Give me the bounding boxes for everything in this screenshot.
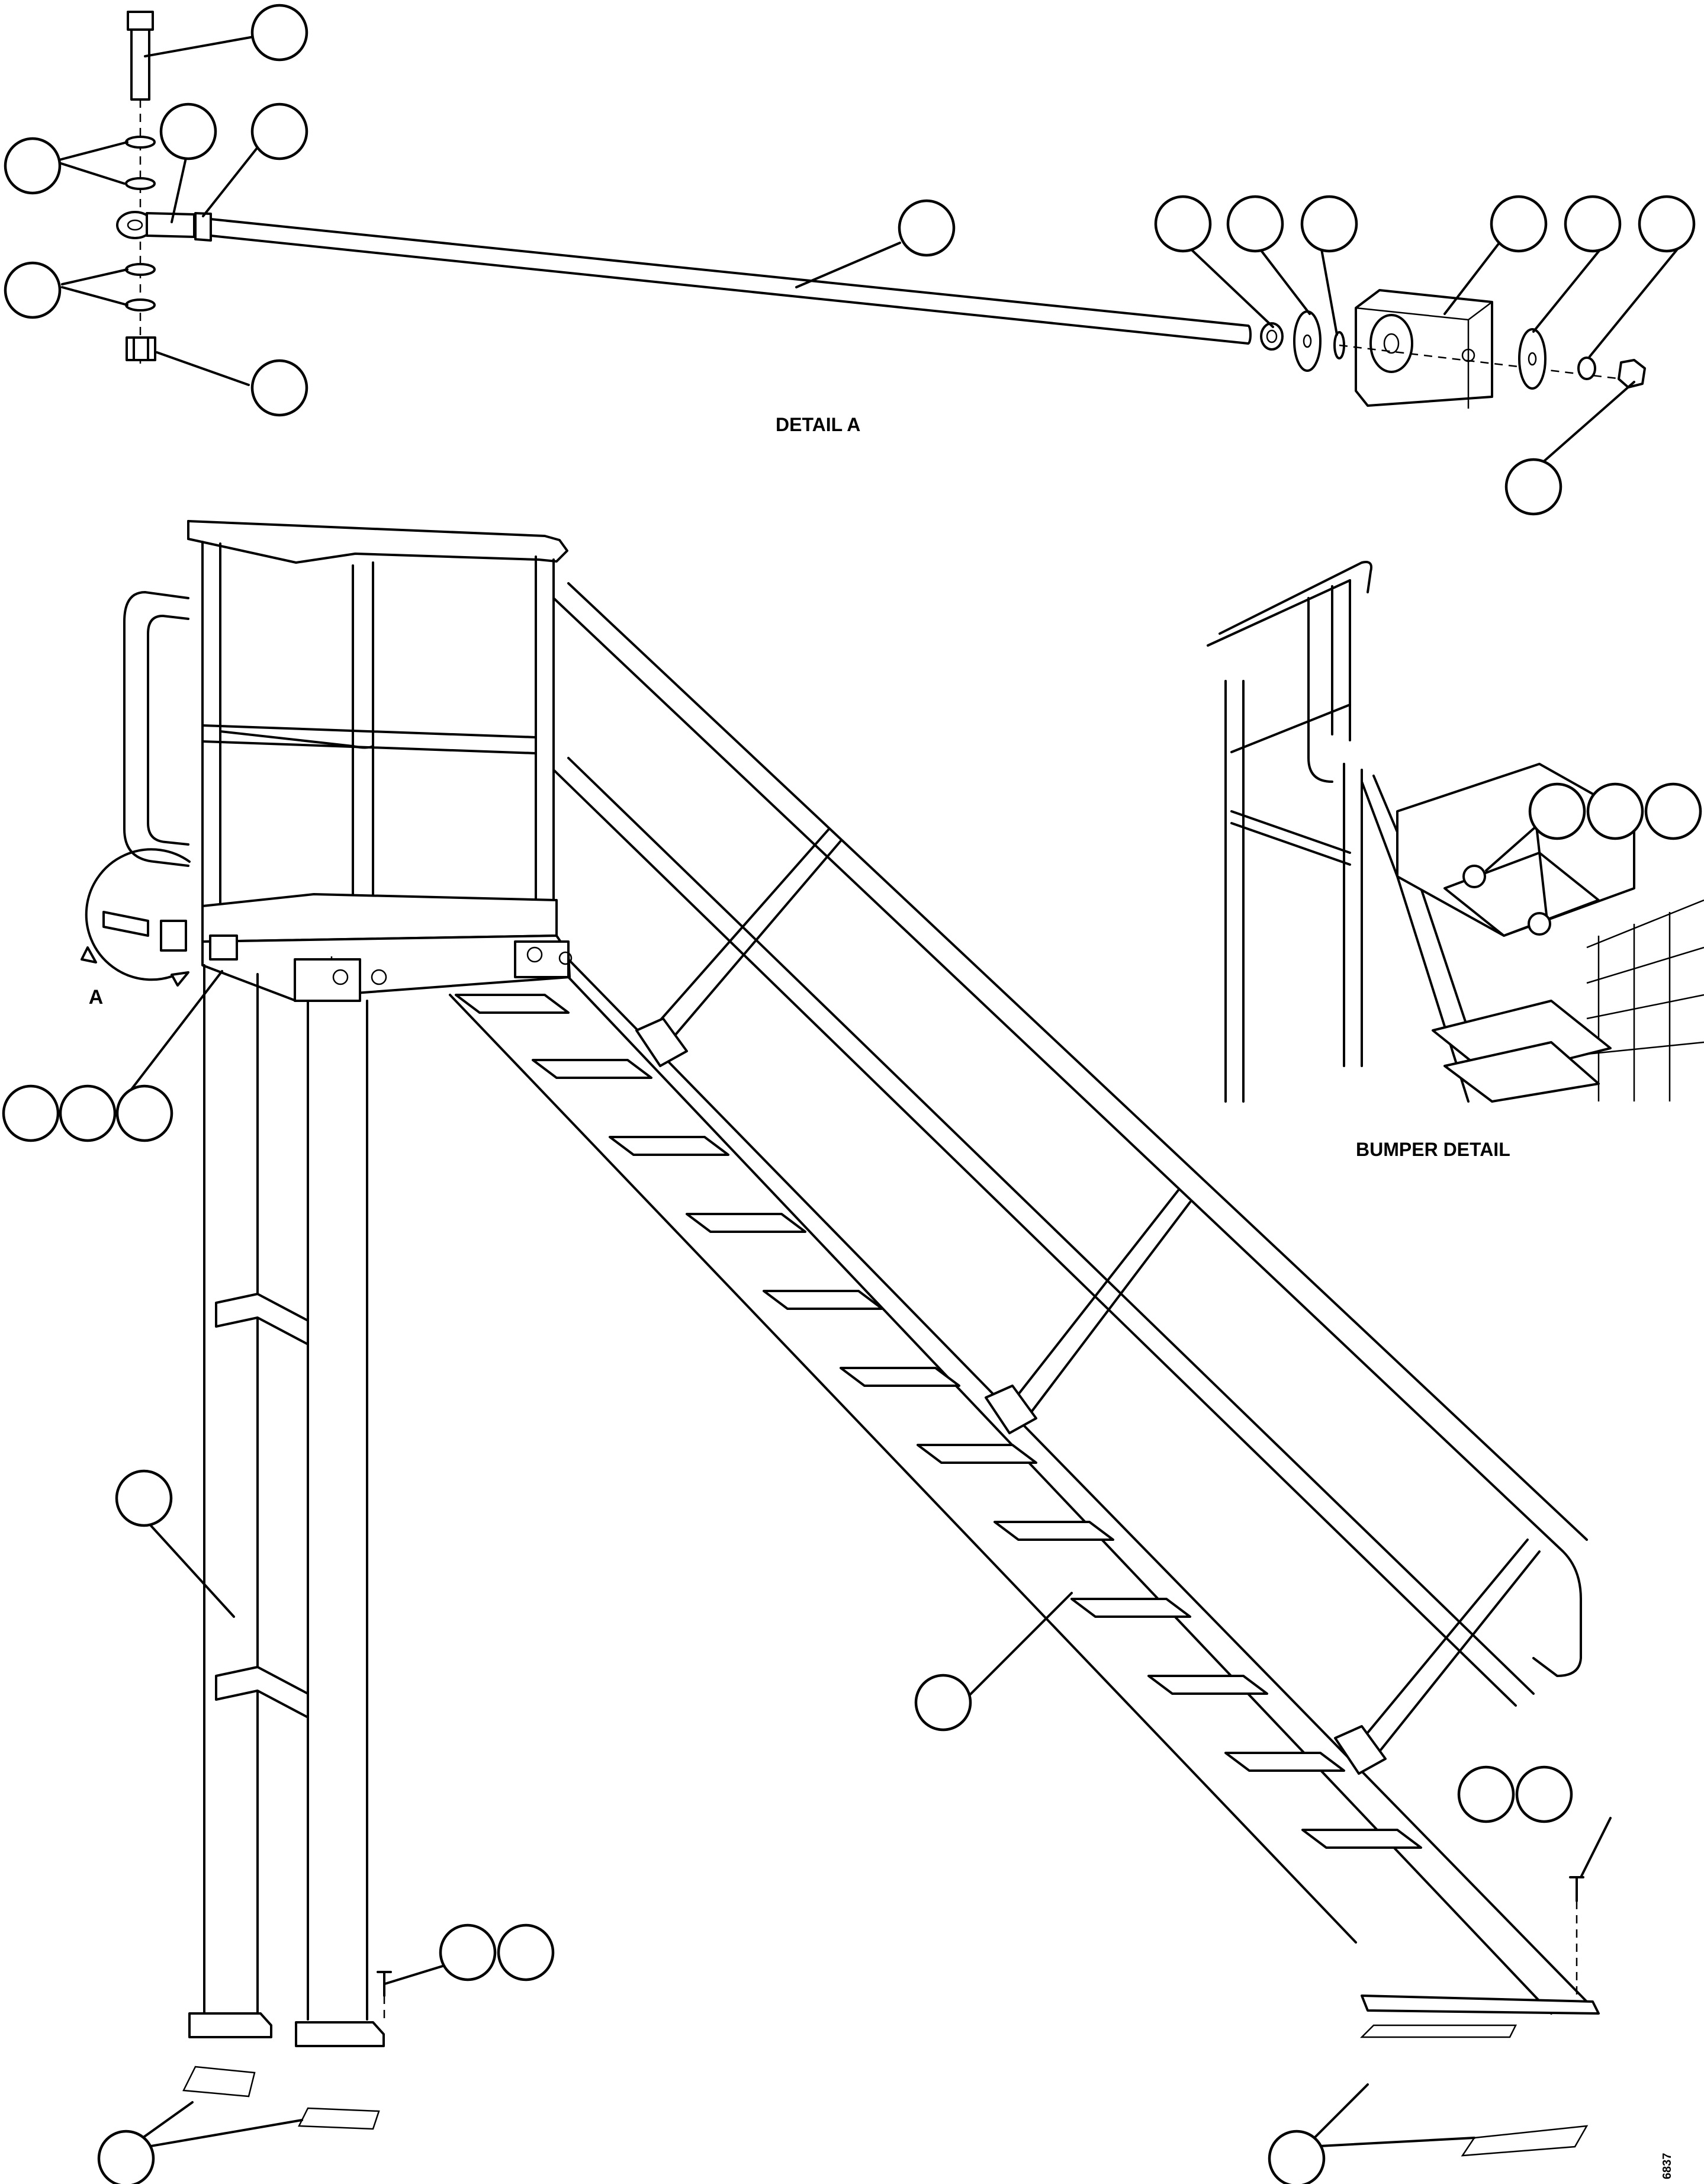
balloon [5,139,60,193]
balloon [1565,197,1620,251]
mounting-bracket [1356,290,1492,409]
bumper-washer-right [1519,329,1545,388]
balloon [1588,784,1642,839]
balloon [117,1471,171,1525]
balloon [499,1925,553,1980]
balloon [1156,197,1210,251]
view-a-callout: A [82,849,189,1009]
view-a-label: A [89,986,104,1009]
balloon [1302,197,1356,251]
balloon [99,2131,153,2184]
bumper-detail-view: BUMPER DETAIL [1208,562,1704,1160]
balloon [1506,460,1561,514]
leader-lines [59,36,1687,2150]
platform-deck [202,894,571,1001]
bumper-detail-title: BUMPER DETAIL [1356,1139,1510,1160]
balloon [1491,197,1546,251]
bushing-left [1261,323,1282,349]
balloon [161,104,216,159]
balloon [1646,784,1700,839]
bumper-washer-left [1294,311,1320,371]
balloon [4,1086,58,1141]
stair-view-balloons [4,1086,1571,2184]
stair-assembly-view: A [82,521,1599,2156]
detail-a-title: DETAIL A [776,414,860,435]
balloon [252,5,307,60]
balloon [441,1925,495,1980]
detail-a-balloons [5,5,1694,514]
washer-lower-1 [126,264,155,275]
balloon [1269,2131,1324,2184]
washer-lower-2 [126,300,155,310]
balloon [117,1086,172,1141]
balloon [1639,197,1694,251]
lock-nut [1619,360,1645,387]
washer-upper-2 [126,178,155,189]
balloon [1517,1767,1571,1822]
detail-a-view: DETAIL A [117,12,1645,435]
balloon [252,104,307,159]
balloon [916,1675,970,1730]
balloon [60,1086,115,1141]
balloon [899,201,954,255]
bumper-detail-balloons [1530,784,1700,839]
balloon [1228,197,1282,251]
platform-legs [184,965,391,2129]
stair-treads [456,995,1599,2156]
balloon [1459,1767,1513,1822]
balloon [5,263,60,317]
tie-rod [211,219,1250,343]
washer-upper-1 [126,137,155,147]
lock-washer [1578,358,1595,379]
bumper-lower [1529,913,1550,934]
balloon [1530,784,1584,839]
hex-nut [127,338,155,360]
balloon [252,361,307,415]
stair-stringers [450,583,1587,2013]
drawing-number: 6837 [1661,2153,1674,2180]
bumper-upper [1464,866,1485,887]
rod-end [117,212,211,240]
